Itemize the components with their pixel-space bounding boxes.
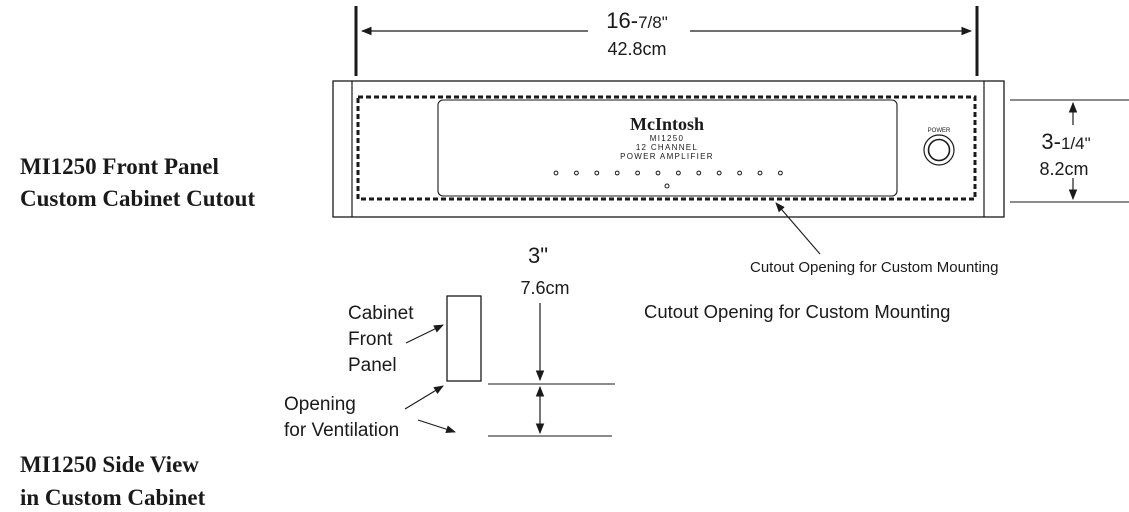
- power-button-inner: [927, 138, 951, 162]
- cutout-callout-arrow: [775, 202, 821, 255]
- width-dimension: 16-7/8" 42.8cm: [354, 6, 979, 76]
- cutout-outline: [356, 95, 977, 201]
- brand-logo: McIntosh: [630, 114, 704, 134]
- cabinet-label-line2: Front: [348, 329, 393, 350]
- model-label: MI1250: [650, 134, 684, 143]
- led-indicator: [574, 170, 579, 176]
- front-panel-title-line1: MI1250 Front Panel: [20, 154, 219, 179]
- front-panel-title-line2: Custom Cabinet Cutout: [20, 186, 255, 211]
- led-indicator: [655, 170, 661, 176]
- led-indicator: [635, 170, 640, 176]
- led-indicator: [696, 170, 702, 176]
- cutout-callout-large: Cutout Opening for Custom Mounting: [644, 301, 950, 322]
- width-cm-label: 42.8cm: [607, 39, 666, 59]
- vent-label-line2: for Ventilation: [284, 420, 399, 441]
- vent-callout-arrow-bottom: [417, 419, 456, 434]
- panel-outline: [332, 80, 1005, 218]
- led-indicator: [778, 170, 783, 176]
- clearance-cm-label: 7.6cm: [520, 278, 569, 298]
- power-button-outer: [923, 134, 955, 166]
- power-label: POWER: [928, 128, 951, 134]
- center-indicator: [664, 183, 670, 189]
- side-view-title-line1: MI1250 Side View: [20, 452, 199, 477]
- clearance-inches-label: 3": [528, 243, 548, 268]
- channel-label: 12 CHANNEL: [636, 143, 698, 152]
- display-window: [437, 99, 898, 197]
- side-view: 3" 7.6cm Cabinet Front Panel Opening for…: [284, 243, 615, 441]
- cabinet-label-line3: Panel: [348, 355, 397, 376]
- cabinet-front-panel: [446, 295, 482, 382]
- led-indicator: [676, 170, 681, 176]
- amplifier-label: POWER AMPLIFIER: [620, 152, 714, 161]
- height-inches-label: 3-1/4": [1041, 129, 1090, 154]
- led-indicator: [553, 170, 559, 176]
- led-indicator: [594, 170, 600, 176]
- front-panel: McIntosh MI1250 12 CHANNEL POWER AMPLIFI…: [332, 80, 1005, 218]
- cabinet-label-line1: Cabinet: [348, 303, 414, 324]
- led-indicator: [737, 170, 742, 176]
- cabinet-callout-arrow: [405, 324, 444, 344]
- vent-callout-arrow-top: [404, 385, 444, 410]
- cutout-callout-small: Cutout Opening for Custom Mounting: [750, 259, 998, 276]
- height-cm-label: 8.2cm: [1039, 159, 1088, 179]
- led-row: [553, 170, 783, 176]
- width-inches-label: 16-7/8": [606, 8, 667, 33]
- led-indicator: [614, 170, 620, 176]
- height-dimension: 3-1/4" 8.2cm: [1010, 99, 1129, 203]
- led-indicator: [757, 170, 763, 176]
- vent-label-line1: Opening: [284, 394, 356, 415]
- side-view-title-line2: in Custom Cabinet: [20, 485, 206, 510]
- led-indicator: [716, 170, 722, 176]
